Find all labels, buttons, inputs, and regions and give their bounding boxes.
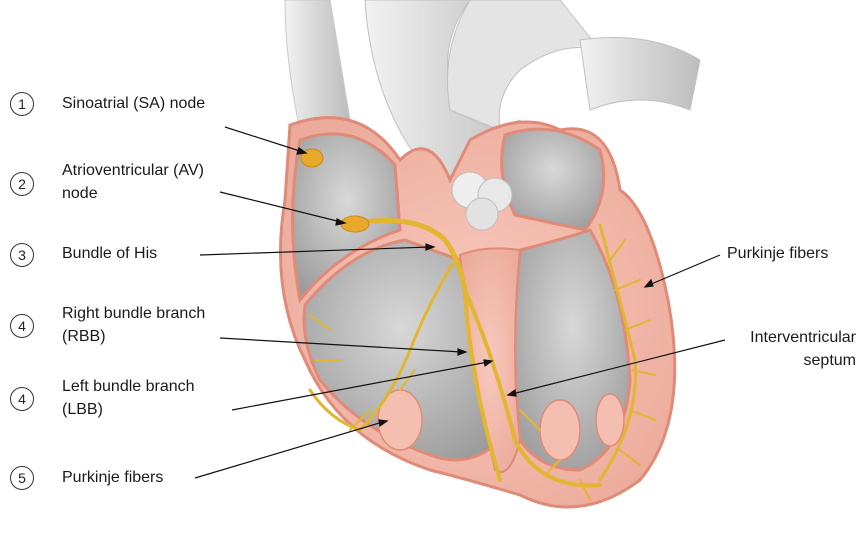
label-septum-line1: Interventricular — [750, 327, 856, 349]
label-av-node-line1: Atrioventricular (AV) — [62, 160, 204, 182]
label-rbb-line2: (RBB) — [62, 326, 106, 348]
label-bundle-of-his: Bundle of His — [62, 243, 157, 265]
label-rbb-line1: Right bundle branch — [62, 303, 205, 325]
label-av-node-line2: node — [62, 183, 98, 205]
label-number-2: 2 — [10, 172, 34, 196]
av-node — [341, 216, 369, 232]
label-purkinje-fibers-left: Purkinje fibers — [62, 467, 163, 489]
label-number-3: 3 — [10, 243, 34, 267]
label-lbb-line2: (LBB) — [62, 399, 103, 421]
label-purkinje-fibers-right: Purkinje fibers — [727, 243, 828, 265]
left-atrium — [502, 129, 604, 230]
label-lbb-line1: Left bundle branch — [62, 376, 195, 398]
label-number-5: 5 — [10, 466, 34, 490]
label-number-4b: 4 — [10, 387, 34, 411]
label-septum-line2: septum — [804, 350, 856, 372]
label-sa-node: Sinoatrial (SA) node — [62, 93, 205, 115]
label-number-4a: 4 — [10, 314, 34, 338]
label-number-1: 1 — [10, 92, 34, 116]
